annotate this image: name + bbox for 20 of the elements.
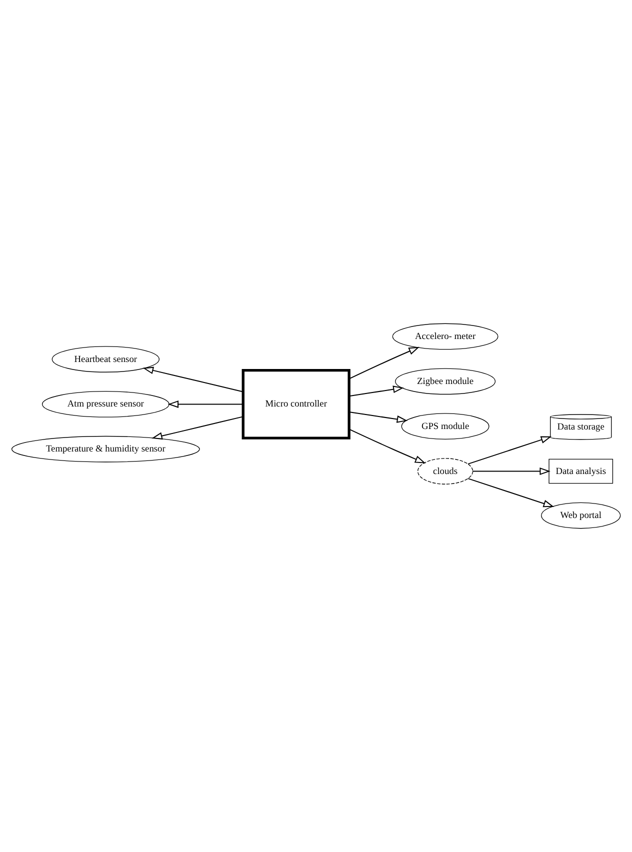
- node-ellipse: Atm pressure sensor: [42, 391, 170, 418]
- arrow: [468, 436, 552, 464]
- arrow: [349, 386, 404, 397]
- node-box: Data analysis: [548, 458, 614, 484]
- node-ellipse: Heartbeat sensor: [52, 346, 160, 372]
- arrow: [472, 468, 550, 476]
- arrow: [468, 478, 554, 508]
- node-ellipse: Zigbee module: [395, 368, 496, 395]
- arrow: [152, 416, 244, 440]
- node-ellipse: clouds: [417, 458, 474, 484]
- arrow: [348, 346, 420, 380]
- node-ellipse: GPS module: [401, 413, 490, 440]
- arrow: [168, 400, 243, 408]
- arrow: [142, 366, 244, 392]
- node-box: Micro controller: [242, 369, 350, 440]
- arrow: [349, 412, 408, 423]
- node-ellipse: Temperature & humidity sensor: [11, 436, 200, 462]
- arrow: [348, 428, 426, 464]
- node-ellipse: Web portal: [541, 502, 621, 529]
- node-ellipse: Accelero- meter: [392, 323, 498, 350]
